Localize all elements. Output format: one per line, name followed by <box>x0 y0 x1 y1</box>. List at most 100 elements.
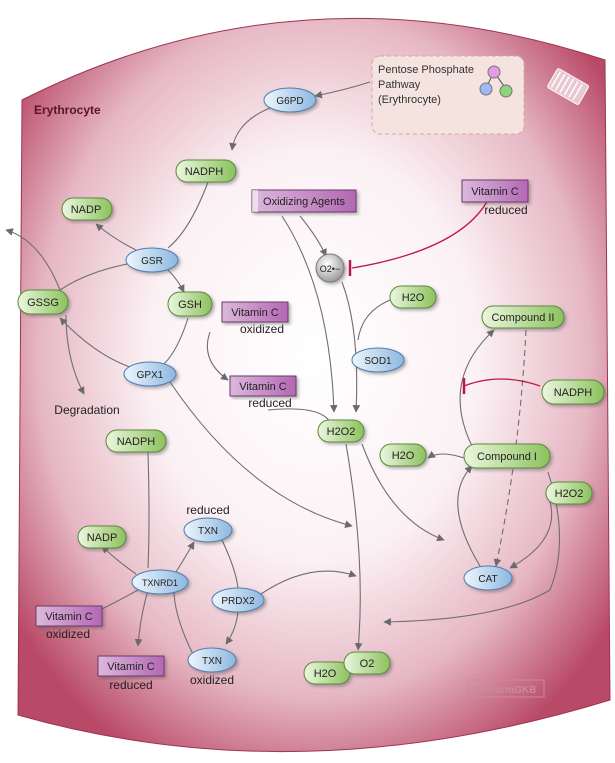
arrow-txnrd1-to-vitc <box>134 589 149 647</box>
node-nadph-right[interactable]: NADPH <box>541 379 605 405</box>
node-gssg[interactable]: GSSG <box>17 289 69 315</box>
vitc-left-state: oxidized <box>46 627 90 641</box>
node-h2o2-right[interactable]: H2O2 <box>545 481 593 505</box>
arrow-gssg-exit <box>5 228 61 291</box>
vitc-left-label: Vitamin C <box>45 611 93 623</box>
vitc-bottom-label: Vitamin C <box>107 661 155 673</box>
nadph-top-label: NADPH <box>185 166 224 178</box>
arrow-o2-to-h2o2 <box>341 281 361 413</box>
nadp-bottom-label: NADP <box>87 532 118 544</box>
degradation-label: Degradation <box>54 403 119 417</box>
gene-prdx2[interactable]: PRDX2 <box>211 587 265 613</box>
vitc-top-label: Vitamin C <box>471 186 519 198</box>
arrow-gpx1-to-h2o <box>169 381 353 529</box>
gene-sod1[interactable]: SOD1 <box>351 347 405 373</box>
watermark: ©PharmGKB <box>467 679 545 698</box>
vitc-gpx-label: Vitamin C <box>239 381 287 393</box>
gssg-label: GSSG <box>27 297 59 309</box>
node-gsh[interactable]: GSH <box>167 291 213 317</box>
oxidizing-agents-label: Oxidizing Agents <box>263 196 345 208</box>
arrow-g6pd-to-nadph <box>229 107 271 151</box>
h2o2-right-label: H2O2 <box>555 488 584 500</box>
txn-bottom-label: TXN <box>202 656 222 667</box>
ppp-line-3: (Erythrocyte) <box>378 94 441 106</box>
ppp-line-1: Pentose Phosphate <box>378 64 474 76</box>
arrow-h2o2-to-cat <box>361 443 445 542</box>
txn-bottom-state: oxidized <box>190 673 234 687</box>
arrow-oxidizing-to-o2 <box>299 215 327 257</box>
node-h2o-o2-bottom[interactable]: H2O O2 <box>303 651 391 685</box>
o2-bottom-label: O2 <box>360 658 375 670</box>
gene-g6pd[interactable]: G6PD <box>263 87 317 113</box>
node-nadp-top[interactable]: NADP <box>61 197 113 221</box>
node-h2o-sod[interactable]: H2O <box>389 285 437 309</box>
drug-vitc-bottom[interactable]: Vitamin C <box>97 655 165 677</box>
txn-top-state: reduced <box>186 503 229 517</box>
prdx2-label: PRDX2 <box>221 596 255 607</box>
inhibit-vitc-o2 <box>351 199 489 269</box>
vitc-gpx-state: reduced <box>248 396 291 410</box>
cell-label: Erythrocyte <box>34 103 101 117</box>
molecule-network-icon <box>479 65 513 98</box>
arrow-h2o2-to-cat-right <box>509 501 553 569</box>
vitc-gsh-state: oxidized <box>240 322 284 336</box>
arrow-oxidizing-to-h2o2 <box>281 215 338 413</box>
node-h2o-cat[interactable]: H2O <box>379 443 427 467</box>
h2o-cat-label: H2O <box>392 450 415 462</box>
drug-vitc-left[interactable]: Vitamin C <box>35 605 103 627</box>
vitc-gsh-label: Vitamin C <box>231 307 279 319</box>
watermark-text: ©PharmGKB <box>476 685 537 696</box>
node-nadph-top[interactable]: NADPH <box>175 159 237 183</box>
gene-txn-top[interactable]: TXN <box>183 517 233 543</box>
node-compound-ii[interactable]: Compound II <box>481 305 565 329</box>
g6pd-label: G6PD <box>276 96 303 107</box>
gene-txnrd1[interactable]: TXNRD1 <box>131 569 189 595</box>
arrow-compound-i-to-ii <box>459 329 495 447</box>
node-nadph-bottom[interactable]: NADPH <box>105 429 167 453</box>
cat-label: CAT <box>478 574 497 585</box>
node-nadp-bottom[interactable]: NADP <box>77 525 127 549</box>
txnrd1-label: TXNRD1 <box>142 578 178 588</box>
drug-vitc-gsh[interactable]: Vitamin C <box>221 301 289 323</box>
arrow-vitc-to-vitc <box>206 331 229 381</box>
vitc-top-state: reduced <box>484 203 527 217</box>
inhibition-edges <box>348 199 541 394</box>
drug-vitc-top[interactable]: Vitamin C <box>461 179 529 203</box>
node-o2-radical[interactable]: O2•− <box>315 253 345 283</box>
inhibit-nadph-compound <box>463 378 541 387</box>
gsr-label: GSR <box>141 256 163 267</box>
arrow-nadph-to-gsr <box>167 181 209 249</box>
h2o-sod-label: H2O <box>402 292 425 304</box>
arrow-cat-to-compound-i <box>457 465 481 567</box>
compound-i-label: Compound I <box>477 451 537 463</box>
gsh-label: GSH <box>178 299 202 311</box>
arrow-compound-i-to-h2o <box>427 450 465 459</box>
gene-txn-bottom[interactable]: TXN <box>187 647 237 673</box>
reaction-arrows <box>5 81 561 661</box>
arrow-gsh-to-gpx1 <box>163 317 189 365</box>
nadph-right-label: NADPH <box>554 387 593 399</box>
drug-oxidizing-agents[interactable]: Oxidizing Agents <box>251 189 357 213</box>
arrow-gsr-to-nadp <box>95 223 141 253</box>
ppp-line-2: Pathway <box>378 79 421 91</box>
arrow-prdx2-to-h2o <box>257 570 357 597</box>
drug-vitc-gpx[interactable]: Vitamin C <box>229 375 297 397</box>
vitc-bottom-state: reduced <box>109 678 152 692</box>
node-h2o2-mid[interactable]: H2O2 <box>317 419 365 443</box>
arrow-h2o-sod <box>357 299 391 341</box>
arrow-txn-to-prdx2 <box>221 539 239 589</box>
compound-ii-label: Compound II <box>492 312 555 324</box>
membrane-icon <box>547 68 589 105</box>
gene-gpx1[interactable]: GPX1 <box>123 361 177 387</box>
arrow-vitc-to-h2o2 <box>267 408 331 423</box>
ppp-box: Pentose Phosphate Pathway (Erythrocyte) <box>371 55 525 135</box>
gene-cat[interactable]: CAT <box>463 565 513 591</box>
arrow-compound-i-to-compound-i <box>383 471 561 626</box>
h2o2-mid-label: H2O2 <box>327 426 356 438</box>
sod1-label: SOD1 <box>364 356 392 367</box>
nadph-bottom-label: NADPH <box>117 436 156 448</box>
gene-gsr[interactable]: GSR <box>125 247 179 273</box>
node-compound-i[interactable]: Compound I <box>463 443 551 469</box>
gpx1-label: GPX1 <box>137 370 164 381</box>
